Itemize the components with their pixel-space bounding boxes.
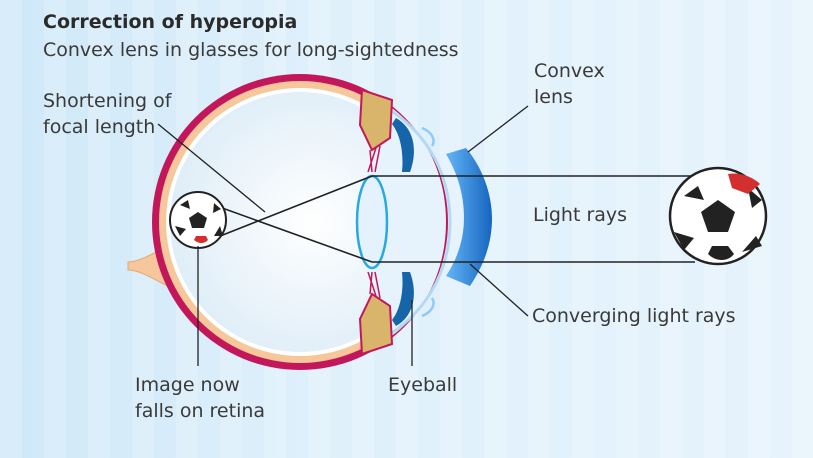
light-rays xyxy=(199,175,695,263)
anterior-chamber xyxy=(372,96,446,348)
leader-lines xyxy=(157,105,529,366)
diagram-subtitle: Convex lens in glasses for long-sightedn… xyxy=(43,39,459,61)
cornea-arc-bottom xyxy=(421,297,435,318)
inverted-image-ball xyxy=(169,191,227,249)
label-eyeball: Eyeball xyxy=(388,374,458,396)
label-image-line2: falls on retina xyxy=(135,400,266,422)
label-light-rays: Light rays xyxy=(533,204,628,226)
label-image-line1: Image now xyxy=(135,374,240,396)
label-image-retina: Image now falls on retina xyxy=(135,372,265,424)
label-shortening-line1: Shortening of xyxy=(43,90,172,112)
ciliary-body-top xyxy=(358,88,394,152)
ciliary-body-bottom xyxy=(358,292,394,356)
label-convex-line2: lens xyxy=(534,86,573,108)
zonular-fibers-top xyxy=(367,145,381,173)
diagram-title: Correction of hyperopia xyxy=(43,11,298,33)
iris-top xyxy=(392,118,414,172)
label-convex-line1: Convex xyxy=(534,60,605,82)
vitreous-body xyxy=(170,92,430,352)
convex-lens xyxy=(446,148,492,286)
crystalline-lens xyxy=(355,174,389,270)
label-shortening: Shortening of focal length xyxy=(43,88,171,140)
cornea xyxy=(371,98,452,346)
label-convex-lens: Convex lens xyxy=(534,58,605,110)
zonular-fibers-bottom xyxy=(367,271,381,299)
iris-bottom xyxy=(392,272,414,326)
label-converging-rays: Converging light rays xyxy=(532,305,736,327)
label-shortening-line2: focal length xyxy=(43,116,156,138)
cornea-arc-top xyxy=(421,126,435,147)
object-ball xyxy=(668,166,768,266)
